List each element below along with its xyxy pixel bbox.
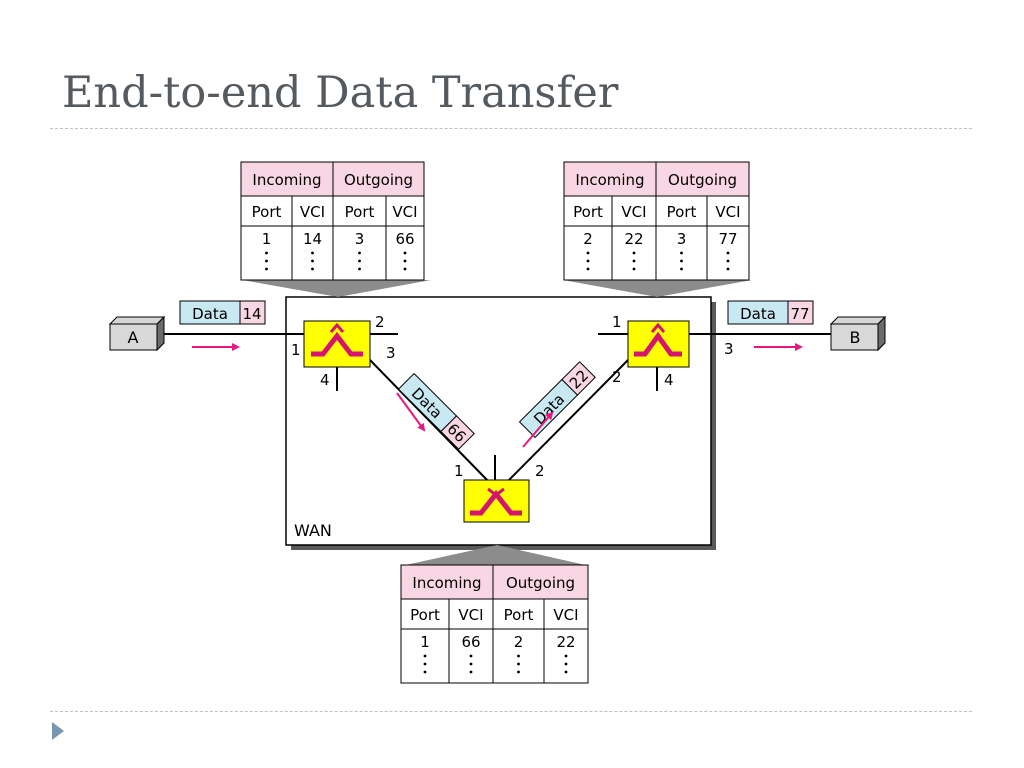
table-column-header: VCI	[621, 203, 646, 221]
table-column-header: Port	[410, 606, 440, 624]
table-callout-bottom	[401, 545, 590, 566]
table-ellipsis-icon	[265, 251, 268, 271]
switch-right-port3: 3	[724, 340, 734, 358]
table-callout-right	[563, 280, 752, 297]
title-divider	[50, 128, 972, 129]
table-ellipsis-icon	[423, 654, 427, 674]
table-header-outgoing-cell	[492, 564, 589, 600]
wan-label: WAN	[294, 521, 332, 540]
table-ellipsis-icon	[517, 654, 520, 674]
switch-left-port2: 2	[375, 313, 385, 331]
table-cell: 66	[461, 633, 480, 651]
table-cell: 22	[624, 230, 643, 248]
table-cell: 1	[420, 633, 430, 651]
footer-divider	[50, 711, 972, 712]
link-s1-s3	[369, 359, 491, 484]
host-b: B	[829, 315, 887, 352]
table-header-outgoing: Outgoing	[668, 171, 737, 189]
direction-arrow-s1-s3-icon	[396, 392, 426, 432]
table-callout-left	[242, 280, 431, 297]
switch-left-port1: 1	[291, 341, 301, 359]
packet-a-to-s1-vci: 14	[242, 305, 261, 323]
table-ellipsis-icon	[632, 251, 636, 271]
host-a-label: A	[128, 328, 139, 347]
direction-arrow-s3-s2-icon	[522, 411, 554, 448]
table-ellipsis-icon	[726, 251, 730, 271]
table-column-header: VCI	[300, 203, 325, 221]
table-cell: 2	[514, 633, 524, 651]
table-column-header: VCI	[392, 203, 417, 221]
switch-right	[627, 320, 690, 368]
table-cell: 2	[583, 230, 593, 248]
switch-bottom-arrow-icon	[487, 487, 505, 497]
packet-s2-to-b-label: Data	[740, 305, 776, 323]
host-b-label: B	[850, 328, 861, 347]
table-header-incoming: Incoming	[252, 171, 321, 189]
table-column-header: VCI	[715, 203, 740, 221]
table-cell: 22	[556, 633, 575, 651]
table-cell: 77	[718, 230, 737, 248]
table-column-header: Port	[252, 203, 282, 221]
host-a: A	[108, 315, 166, 352]
table-cell: 3	[355, 230, 365, 248]
table-header-incoming-cell	[400, 564, 494, 600]
switch-bottom	[463, 479, 530, 523]
switch-right-port1: 1	[612, 313, 622, 331]
table-ellipsis-icon	[403, 251, 407, 271]
switch-left-port3: 3	[386, 344, 396, 362]
switch-bottom-port2: 2	[535, 462, 545, 480]
table-header-outgoing: Outgoing	[506, 574, 575, 592]
packet-a-to-s1-label: Data	[192, 305, 228, 323]
table-ellipsis-icon	[680, 251, 683, 271]
table-ellipsis-icon	[469, 654, 473, 674]
table-ellipsis-icon	[586, 251, 590, 271]
packet-s2-to-b-vci: 77	[790, 305, 809, 323]
packet-a-to-s1: Data 14	[179, 300, 266, 325]
packet-s2-to-b: Data 77	[727, 300, 814, 325]
switch-left-port4: 4	[320, 371, 330, 389]
switch-right-port2: 2	[612, 368, 622, 386]
table-cell: 3	[677, 230, 687, 248]
table-column-header: Port	[504, 606, 534, 624]
table-ellipsis-icon	[311, 251, 314, 271]
table-cell: 14	[303, 230, 322, 248]
table-header-incoming-cell	[240, 161, 334, 197]
switch-bottom-port1: 1	[454, 462, 464, 480]
switch-right-arrow-icon	[650, 322, 666, 333]
slide-title: End-to-end Data Transfer	[62, 68, 619, 118]
table-column-header: Port	[573, 203, 603, 221]
table-header-incoming: Incoming	[575, 171, 644, 189]
table-ellipsis-icon	[358, 251, 361, 271]
link-s3-s2	[505, 359, 629, 484]
table-ellipsis-icon	[564, 654, 568, 674]
table-header-incoming: Incoming	[412, 574, 481, 592]
table-column-header: Port	[667, 203, 697, 221]
table-cell: 1	[262, 230, 272, 248]
switch-right-port4: 4	[664, 371, 674, 389]
slide-nav-arrow-icon[interactable]	[52, 722, 64, 740]
switch-left-arrow-icon	[329, 322, 345, 333]
table-header-outgoing-cell	[332, 161, 425, 197]
table-header-outgoing: Outgoing	[344, 171, 413, 189]
table-column-header: Port	[345, 203, 375, 221]
switch-left	[303, 320, 371, 368]
table-column-header: VCI	[553, 606, 578, 624]
table-body	[400, 598, 589, 684]
table-cell: 66	[395, 230, 414, 248]
switch-left-symbol-icon	[311, 331, 363, 357]
table-column-header: VCI	[458, 606, 483, 624]
